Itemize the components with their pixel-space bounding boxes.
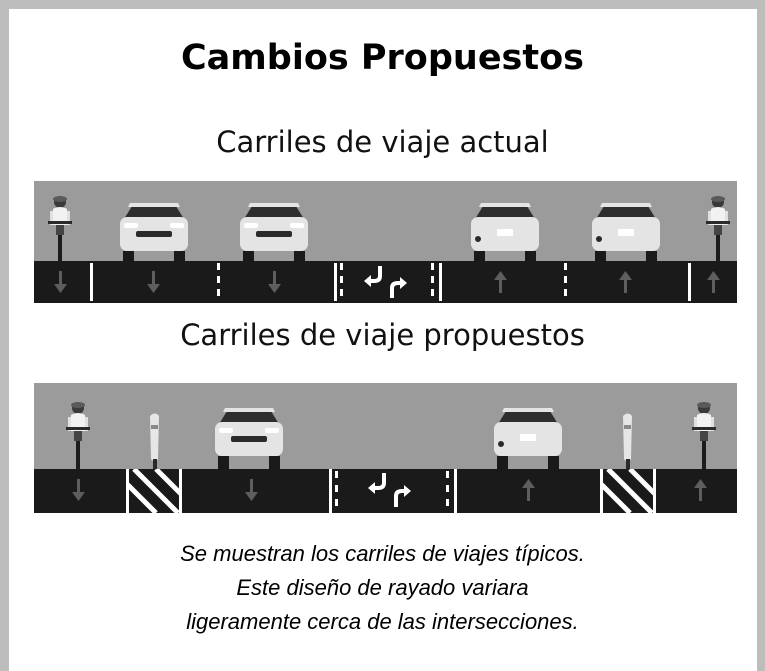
bollard-icon bbox=[150, 413, 159, 469]
down-arrow-icon bbox=[245, 479, 258, 501]
bicyclist-icon bbox=[706, 196, 730, 261]
solid-lane-line bbox=[90, 263, 93, 301]
bollard-icon bbox=[623, 413, 632, 469]
two-way-turn-arrow-icon bbox=[368, 266, 402, 298]
caption-line: Este diseño de rayado variara bbox=[236, 575, 529, 600]
current-lanes-label: Carriles de viaje actual bbox=[216, 125, 549, 159]
caption-line: Se muestran los carriles de viajes típic… bbox=[180, 541, 585, 566]
down-arrow-icon bbox=[147, 271, 160, 293]
buffer-hatch-left bbox=[126, 469, 182, 513]
buffer-hatch-right bbox=[600, 469, 656, 513]
up-arrow-icon bbox=[707, 271, 720, 293]
bicyclist-icon bbox=[692, 402, 716, 469]
bicyclist-icon bbox=[48, 196, 72, 261]
car-front-icon bbox=[240, 203, 308, 261]
diagram-title: Cambios Propuestos bbox=[181, 38, 584, 78]
down-arrow-icon bbox=[72, 479, 85, 501]
dashed-lane-line bbox=[217, 263, 220, 296]
two-way-turn-arrow-icon bbox=[368, 482, 375, 494]
current-road-surface bbox=[34, 261, 737, 303]
center-lane-line bbox=[431, 263, 442, 301]
center-lane-line bbox=[329, 469, 338, 513]
up-arrow-icon bbox=[694, 479, 707, 501]
center-lane-line bbox=[334, 263, 343, 301]
down-arrow-icon bbox=[268, 271, 281, 293]
car-front-icon bbox=[215, 408, 283, 469]
car-rear-icon bbox=[592, 203, 660, 261]
two-way-turn-arrow-icon bbox=[364, 275, 371, 287]
car-rear-icon bbox=[471, 203, 539, 261]
down-arrow-icon bbox=[54, 271, 67, 293]
dashed-lane-line bbox=[564, 263, 567, 296]
two-way-turn-arrow-icon bbox=[400, 277, 407, 289]
up-arrow-icon bbox=[522, 479, 535, 501]
two-way-turn-arrow-icon bbox=[372, 473, 406, 507]
caption: Se muestran los carriles de viajes típic… bbox=[0, 537, 765, 639]
proposed-lanes-label: Carriles de viaje propuestos bbox=[180, 318, 585, 352]
proposed-lanes-diagram bbox=[34, 383, 737, 513]
solid-lane-line bbox=[688, 263, 691, 301]
caption-line: ligeramente cerca de las intersecciones. bbox=[186, 609, 579, 634]
car-rear-icon bbox=[494, 408, 562, 469]
two-way-turn-arrow-icon bbox=[404, 485, 411, 497]
current-lanes-diagram bbox=[34, 181, 737, 303]
center-lane-line bbox=[446, 469, 457, 513]
bicyclist-icon bbox=[66, 402, 90, 469]
up-arrow-icon bbox=[619, 271, 632, 293]
car-front-icon bbox=[120, 203, 188, 261]
up-arrow-icon bbox=[494, 271, 507, 293]
